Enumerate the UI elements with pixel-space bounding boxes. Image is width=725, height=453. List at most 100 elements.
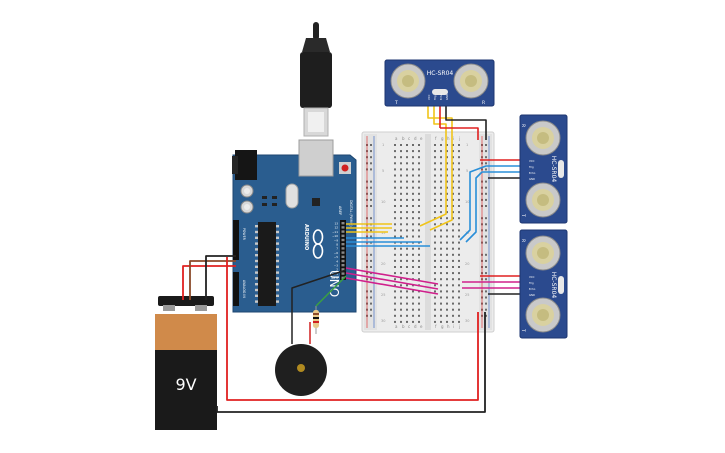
breadboard-hole[interactable]	[452, 284, 454, 287]
rail-hole[interactable]	[370, 302, 372, 305]
breadboard-hole[interactable]	[406, 253, 408, 256]
header-pin[interactable]	[341, 247, 345, 250]
breadboard-hole[interactable]	[434, 156, 436, 159]
breadboard-hole[interactable]	[452, 223, 454, 226]
breadboard-hole[interactable]	[458, 284, 460, 287]
breadboard-hole[interactable]	[406, 302, 408, 305]
breadboard-hole[interactable]	[406, 144, 408, 146]
breadboard-hole[interactable]	[412, 192, 414, 195]
breadboard-hole[interactable]	[446, 302, 448, 305]
header-pin[interactable]	[341, 230, 345, 233]
breadboard-hole[interactable]	[434, 290, 436, 293]
breadboard-hole[interactable]	[406, 168, 408, 171]
breadboard-hole[interactable]	[406, 186, 408, 189]
rail-hole[interactable]	[370, 296, 372, 299]
breadboard-hole[interactable]	[400, 253, 402, 256]
breadboard-hole[interactable]	[418, 302, 420, 305]
breadboard-hole[interactable]	[458, 174, 460, 177]
breadboard-hole[interactable]	[446, 198, 448, 201]
breadboard-hole[interactable]	[446, 308, 448, 311]
breadboard-hole[interactable]	[446, 266, 448, 268]
breadboard-hole[interactable]	[418, 168, 420, 171]
breadboard-hole[interactable]	[458, 186, 460, 189]
breadboard-hole[interactable]	[440, 211, 442, 214]
breadboard-hole[interactable]	[440, 308, 442, 311]
breadboard-hole[interactable]	[458, 247, 460, 250]
breadboard-hole[interactable]	[418, 296, 420, 299]
breadboard-hole[interactable]	[412, 180, 414, 183]
breadboard-hole[interactable]	[394, 229, 396, 232]
breadboard-hole[interactable]	[452, 174, 454, 177]
breadboard-hole[interactable]	[406, 217, 408, 220]
rail-hole[interactable]	[485, 192, 487, 195]
breadboard-hole[interactable]	[458, 235, 460, 238]
header-pin[interactable]	[341, 255, 345, 258]
breadboard-hole[interactable]	[394, 150, 396, 153]
breadboard-hole[interactable]	[418, 259, 420, 262]
header-pin[interactable]	[341, 276, 345, 279]
breadboard-hole[interactable]	[440, 168, 442, 171]
breadboard-hole[interactable]	[418, 235, 420, 238]
breadboard-hole[interactable]	[458, 272, 460, 275]
breadboard-hole[interactable]	[434, 198, 436, 201]
rail-hole[interactable]	[370, 168, 372, 171]
breadboard-hole[interactable]	[452, 186, 454, 189]
breadboard-hole[interactable]	[394, 156, 396, 159]
breadboard-hole[interactable]	[400, 259, 402, 262]
breadboard-hole[interactable]	[394, 284, 396, 287]
breadboard-hole[interactable]	[406, 247, 408, 250]
breadboard-hole[interactable]	[406, 296, 408, 299]
breadboard-hole[interactable]	[434, 168, 436, 171]
breadboard-hole[interactable]	[406, 192, 408, 195]
rail-hole[interactable]	[370, 290, 372, 293]
rail-hole[interactable]	[485, 278, 487, 281]
breadboard-hole[interactable]	[434, 302, 436, 305]
breadboard-hole[interactable]	[440, 144, 442, 146]
breadboard-hole[interactable]	[394, 302, 396, 305]
breadboard-hole[interactable]	[452, 156, 454, 159]
header-pin[interactable]	[341, 259, 345, 263]
breadboard-hole[interactable]	[446, 229, 448, 232]
breadboard-hole[interactable]	[394, 314, 396, 317]
breadboard-hole[interactable]	[434, 211, 436, 214]
breadboard-hole[interactable]	[458, 217, 460, 220]
breadboard-hole[interactable]	[406, 150, 408, 153]
breadboard-hole[interactable]	[400, 229, 402, 232]
breadboard-hole[interactable]	[446, 259, 448, 262]
breadboard-hole[interactable]	[458, 308, 460, 311]
breadboard-hole[interactable]	[400, 186, 402, 189]
breadboard-hole[interactable]	[458, 223, 460, 226]
breadboard-hole[interactable]	[406, 180, 408, 183]
breadboard-hole[interactable]	[440, 272, 442, 275]
breadboard-hole[interactable]	[452, 180, 454, 183]
header-pin[interactable]	[341, 238, 345, 242]
breadboard-hole[interactable]	[452, 205, 454, 207]
breadboard-hole[interactable]	[440, 180, 442, 183]
breadboard-hole[interactable]	[440, 259, 442, 262]
breadboard-hole[interactable]	[434, 150, 436, 153]
breadboard-hole[interactable]	[400, 296, 402, 299]
breadboard-hole[interactable]	[412, 150, 414, 153]
breadboard-hole[interactable]	[394, 266, 396, 268]
breadboard-hole[interactable]	[406, 174, 408, 177]
breadboard-hole[interactable]	[400, 162, 402, 165]
rail-hole[interactable]	[485, 217, 487, 220]
breadboard-hole[interactable]	[446, 253, 448, 256]
breadboard-hole[interactable]	[446, 272, 448, 275]
breadboard-hole[interactable]	[452, 198, 454, 201]
breadboard-hole[interactable]	[394, 290, 396, 293]
rail-hole[interactable]	[485, 253, 487, 256]
breadboard-hole[interactable]	[400, 217, 402, 220]
breadboard-hole[interactable]	[400, 320, 402, 323]
breadboard-hole[interactable]	[418, 272, 420, 275]
breadboard-hole[interactable]	[434, 284, 436, 287]
breadboard-hole[interactable]	[440, 296, 442, 299]
breadboard-hole[interactable]	[452, 253, 454, 256]
breadboard-hole[interactable]	[412, 302, 414, 305]
breadboard-hole[interactable]	[400, 168, 402, 171]
rail-hole[interactable]	[485, 272, 487, 275]
breadboard-hole[interactable]	[406, 290, 408, 293]
breadboard-hole[interactable]	[446, 168, 448, 171]
breadboard-hole[interactable]	[452, 308, 454, 311]
rail-hole[interactable]	[370, 150, 372, 153]
